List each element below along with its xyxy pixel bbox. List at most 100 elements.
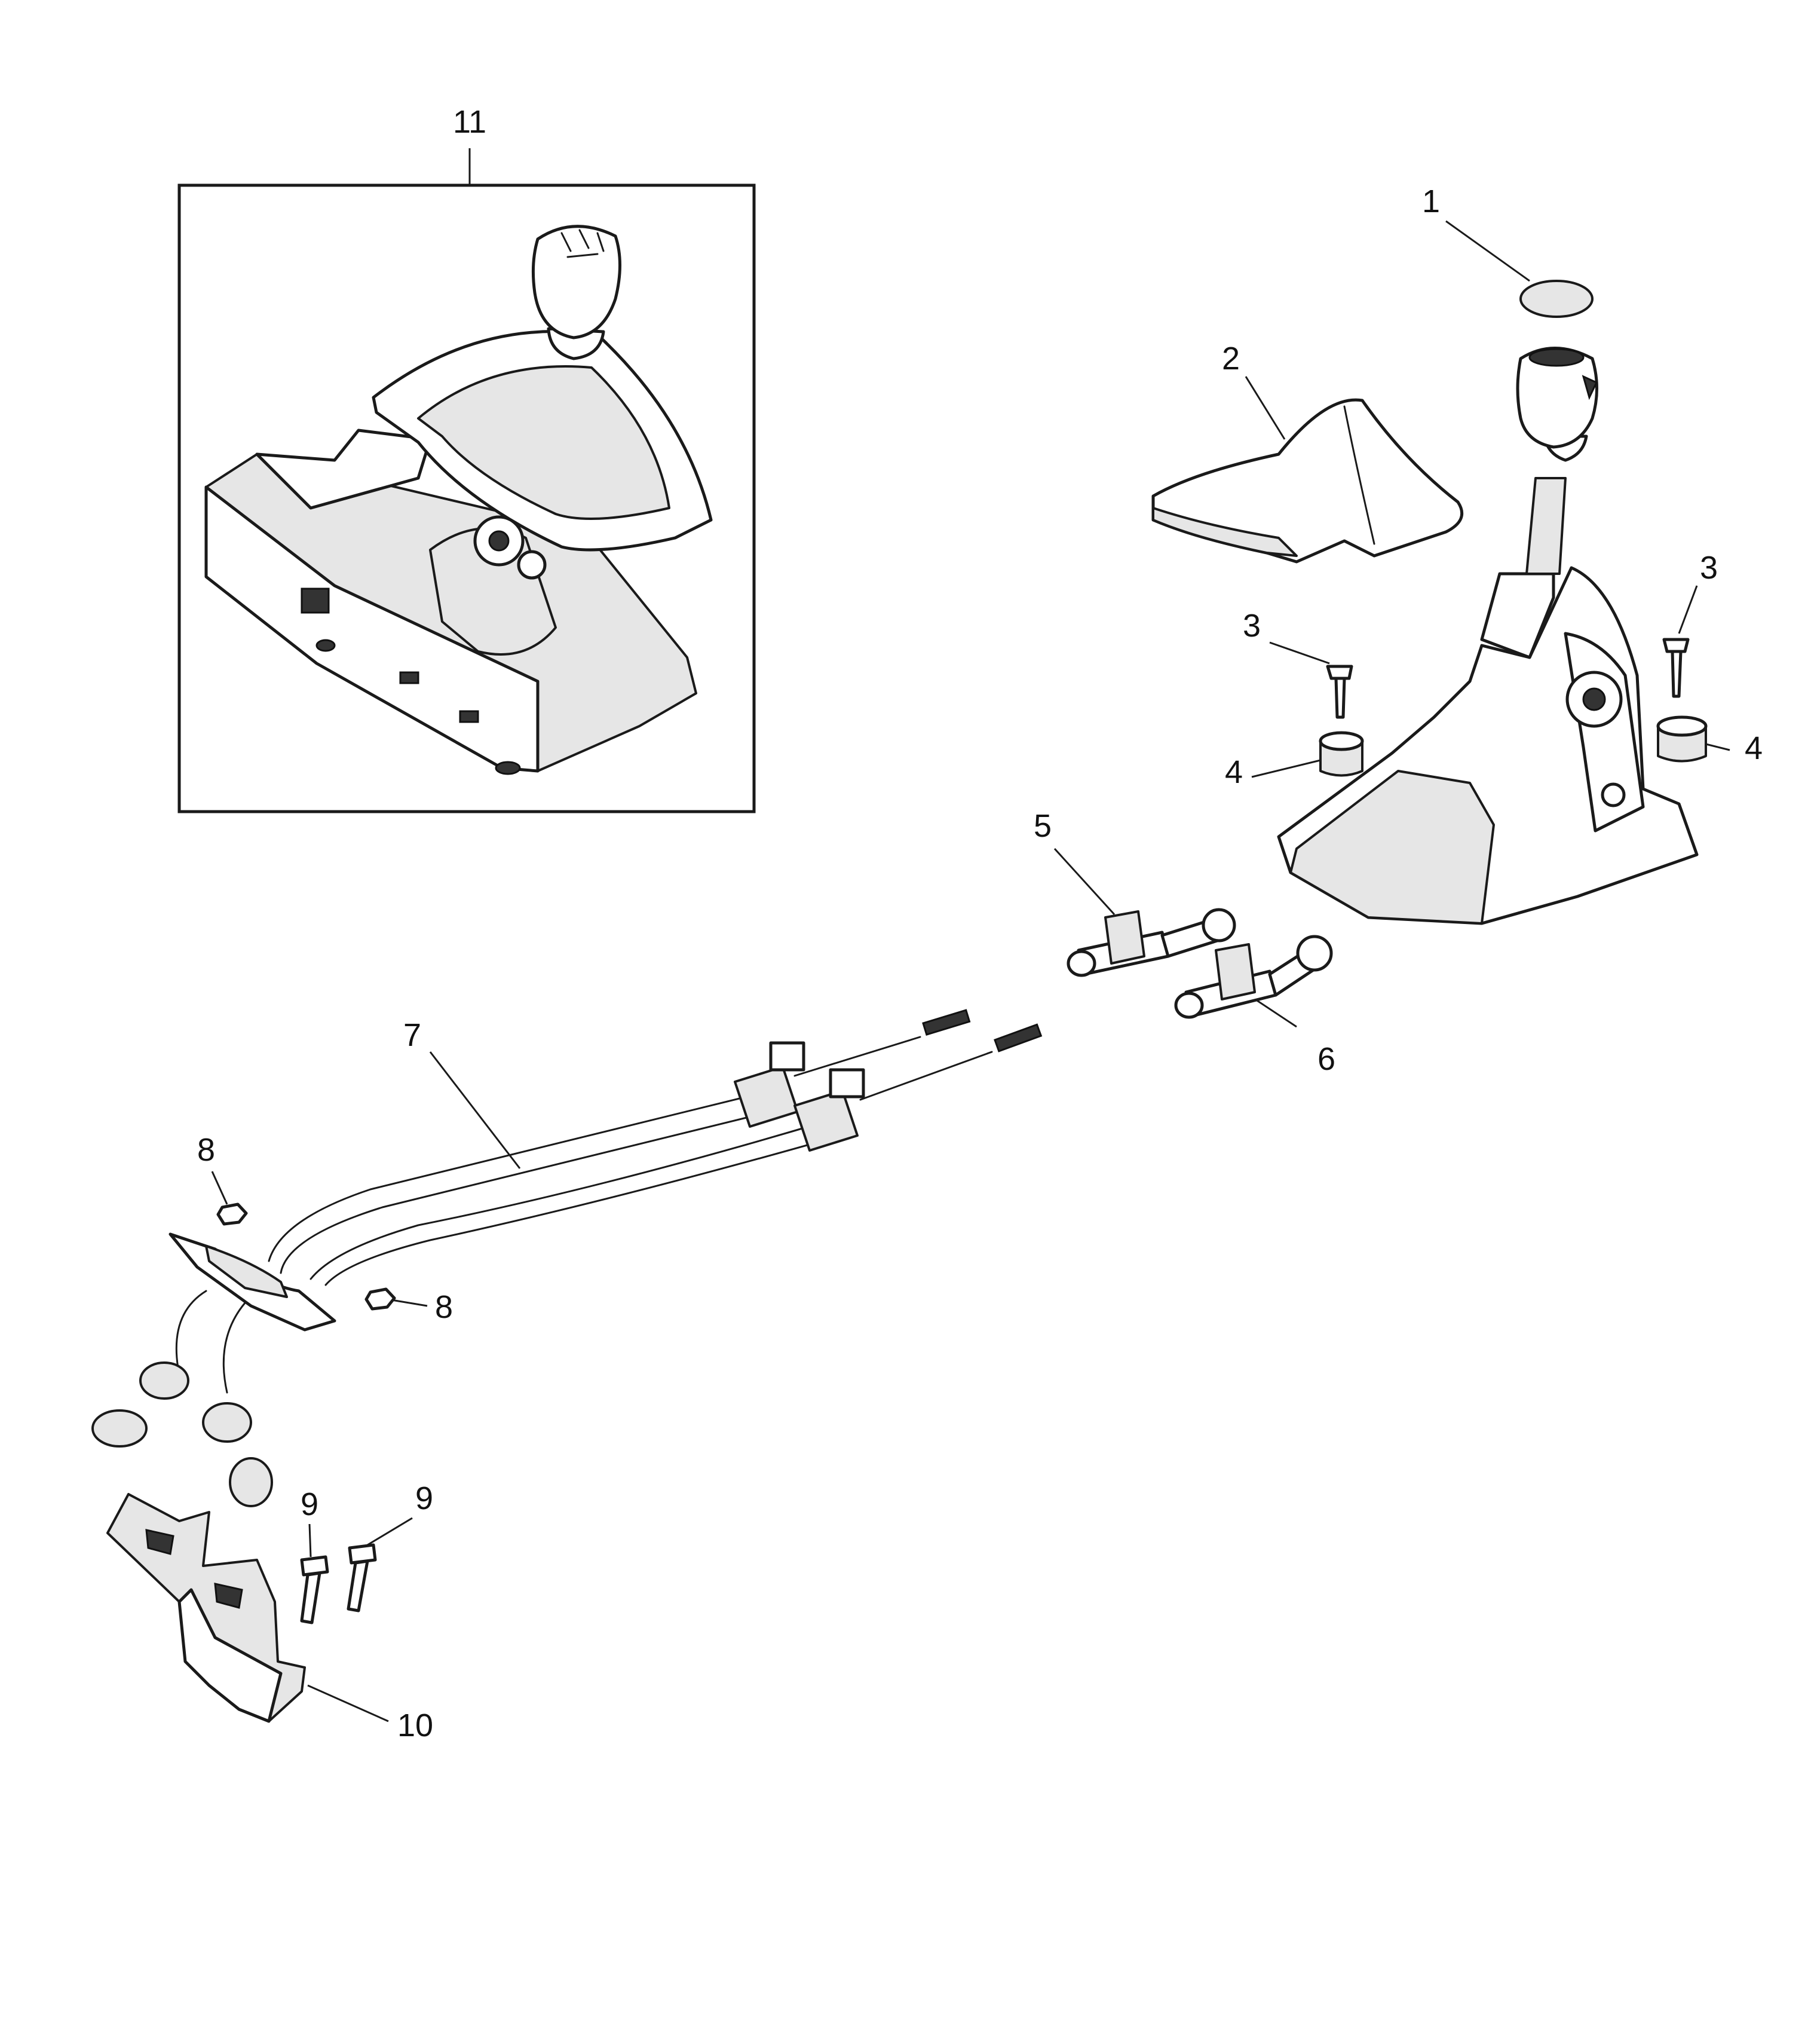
gear-shifter-base <box>1277 347 1699 925</box>
callout-5: 5 <box>1034 808 1052 844</box>
callout-1: 1 <box>1422 183 1440 219</box>
pivot-center <box>488 530 510 552</box>
bolt-shank <box>347 1559 369 1612</box>
leader-line-4b <box>1705 743 1730 751</box>
callout-4b: 4 <box>1745 730 1763 766</box>
bracket-slot <box>145 1529 174 1555</box>
cable-end-socket <box>1174 992 1204 1019</box>
boot-trim <box>1152 507 1298 557</box>
cable-bushing <box>202 1402 252 1443</box>
callout-8b: 8 <box>435 1289 453 1325</box>
adjuster-clip <box>769 1041 805 1072</box>
knob-collar <box>547 327 605 360</box>
leader-line-2 <box>1245 376 1286 440</box>
leader-line-8b <box>391 1299 428 1307</box>
cable-adjuster <box>793 1090 859 1152</box>
leader-line-3a <box>1269 641 1330 665</box>
part-9-bolts: 9 9 <box>300 1480 433 1624</box>
cable-bushing <box>139 1361 189 1400</box>
bolt-head <box>300 1555 329 1577</box>
cable-bushing <box>229 1457 273 1507</box>
callout-10: 10 <box>397 1708 433 1743</box>
cable-end-socket <box>1067 950 1096 977</box>
part-11-shifter-assembly-inset: 11 <box>177 104 756 813</box>
part-10-cable-bracket: 10 <box>106 1493 433 1743</box>
inset-frame <box>177 183 756 813</box>
cable-bushing <box>91 1409 148 1448</box>
callout-3a: 3 <box>1243 608 1261 644</box>
bulkhead-seal <box>205 1245 288 1298</box>
console-tab <box>459 710 479 723</box>
bracket-front-face <box>177 1588 283 1723</box>
part-5-cable-end: 5 <box>1034 808 1236 977</box>
nut <box>216 1202 248 1226</box>
lever-bracket <box>1480 572 1555 659</box>
bracket-slot <box>214 1583 243 1609</box>
leader-line-7 <box>429 1051 521 1169</box>
callout-6: 6 <box>1317 1041 1335 1077</box>
cable-end-clip <box>1215 943 1256 1000</box>
bolt-head <box>1326 665 1353 680</box>
shift-cable-trans-end <box>175 1290 207 1376</box>
grommet-top <box>1656 715 1708 737</box>
bolt-shank <box>1671 650 1683 698</box>
part-7-shift-cables: 7 <box>91 1009 1043 1507</box>
callout-4a: 4 <box>1225 754 1243 790</box>
leader-line-4a <box>1251 759 1321 778</box>
cable-end-eye <box>1202 908 1236 943</box>
part-2-shift-boot: 2 <box>1151 341 1464 564</box>
shift-cable-upper-edge <box>280 1110 772 1274</box>
callout-9b: 9 <box>415 1480 433 1516</box>
part-6-cable-end: 6 <box>1174 935 1335 1077</box>
leader-line-8a <box>211 1171 228 1205</box>
pivot-center <box>1582 687 1606 711</box>
shift-boot <box>417 365 670 520</box>
pivot-bolt <box>517 550 547 580</box>
knob-insert <box>1582 375 1598 400</box>
console-foot <box>495 761 521 775</box>
cable-core <box>793 1036 921 1077</box>
shift-cable-upper <box>268 1093 760 1262</box>
shift-lever-rod <box>1525 477 1567 575</box>
shift-knob <box>531 225 621 339</box>
leader-line-10 <box>307 1684 389 1722</box>
leader-line-9b <box>367 1517 413 1546</box>
part-3-bolts: 3 3 <box>1243 550 1718 719</box>
boot-seam <box>1343 405 1375 545</box>
bolt-shank <box>300 1571 321 1624</box>
adjuster-clip <box>829 1068 865 1099</box>
part-4-grommets: 4 4 <box>1225 715 1763 790</box>
knob-shift-pattern-icon <box>560 229 605 258</box>
part-1-knob-cap: 1 <box>1422 183 1594 318</box>
callout-8a: 8 <box>197 1132 215 1168</box>
leader-line-5 <box>1053 847 1116 916</box>
shift-cable-lower <box>310 1122 820 1280</box>
cable-core <box>859 1051 993 1101</box>
nut <box>364 1287 396 1311</box>
callout-7: 7 <box>403 1017 421 1053</box>
cable-core-threaded-end <box>994 1023 1043 1052</box>
grommet-top <box>1319 731 1364 751</box>
part-8-nuts: 8 8 <box>197 1132 453 1325</box>
console-slot <box>301 588 330 614</box>
console-tab <box>399 671 419 684</box>
knob-top-recess <box>1528 348 1585 367</box>
callout-11: 11 <box>453 104 486 140</box>
bolt-shank <box>1334 677 1346 719</box>
knob-cap <box>1519 280 1594 318</box>
bolt-head <box>348 1543 377 1565</box>
cable-end-clip <box>1104 910 1145 965</box>
callout-2: 2 <box>1222 341 1240 377</box>
shifter-base-channel <box>1289 770 1495 925</box>
leader-line-1 <box>1445 220 1530 282</box>
bolt-head <box>1662 638 1690 653</box>
pivot-bolt <box>1601 782 1626 807</box>
shift-cable-lower-edge <box>324 1137 832 1286</box>
cable-end-eye <box>1296 935 1333 972</box>
shift-cable-trans-end <box>222 1302 246 1394</box>
callout-3b: 3 <box>1700 550 1718 586</box>
leader-line-3b <box>1678 585 1698 634</box>
cable-core-threaded-end <box>922 1009 971 1036</box>
console-foot <box>315 639 336 652</box>
